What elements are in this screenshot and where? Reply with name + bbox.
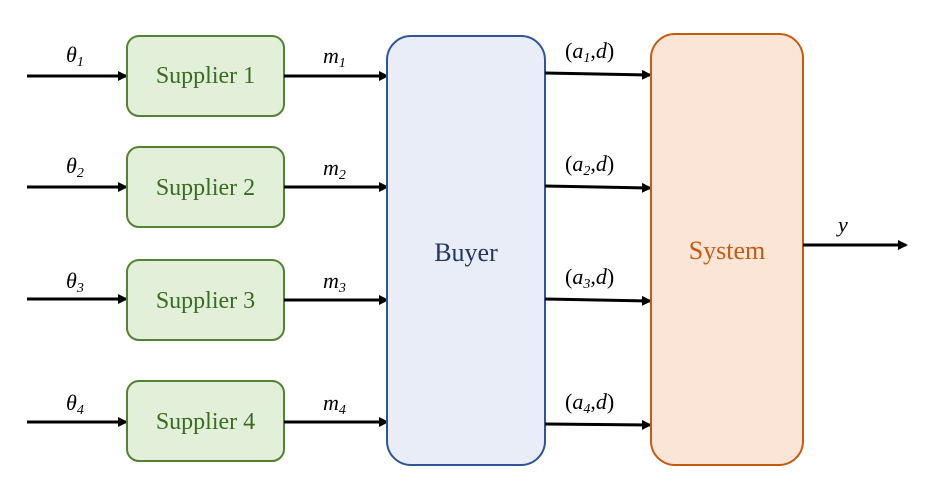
supplier-group-3: θ3 Supplier 3 m3 bbox=[27, 259, 389, 341]
system-label: System bbox=[689, 236, 766, 265]
input-label-3: θ3 bbox=[66, 268, 84, 296]
input-label-4: θ4 bbox=[66, 390, 84, 418]
buyer-output-label-2: (a2,d) bbox=[565, 151, 614, 179]
system-output-label: y bbox=[836, 212, 848, 237]
supplier-group-4: θ4 Supplier 4 m4 bbox=[27, 380, 389, 462]
supplier-label-4: Supplier 4 bbox=[156, 409, 255, 435]
buyer-output-arrow-4 bbox=[544, 419, 652, 430]
input-label-2: θ2 bbox=[66, 153, 84, 181]
system-output-group: y bbox=[803, 212, 908, 250]
input-label-1: θ1 bbox=[66, 42, 84, 70]
buyer-group: Buyer bbox=[386, 35, 546, 466]
buyer-output-label-4: (a4,d) bbox=[565, 389, 614, 417]
output-label-1: m1 bbox=[323, 43, 346, 71]
supplier-label-3: Supplier 3 bbox=[156, 288, 255, 314]
buyer-output-group-1: (a1,d) bbox=[544, 38, 652, 80]
system-box bbox=[650, 33, 804, 466]
supplier-group-1: θ1 Supplier 1 m1 bbox=[27, 35, 389, 117]
supplier-label-2: Supplier 2 bbox=[156, 175, 255, 201]
output-label-4: m4 bbox=[323, 390, 346, 418]
buyer-output-group-2: (a2,d) bbox=[544, 151, 652, 193]
buyer-output-arrow-1 bbox=[544, 69, 652, 80]
buyer-box bbox=[386, 35, 546, 466]
buyer-output-label-3: (a3,d) bbox=[565, 264, 614, 292]
supplier-label-1: Supplier 1 bbox=[156, 63, 255, 89]
buyer-output-group-3: (a3,d) bbox=[544, 264, 652, 306]
buyer-output-group-4: (a4,d) bbox=[544, 389, 652, 430]
buyer-output-arrow-2 bbox=[544, 182, 652, 193]
buyer-output-label-1: (a1,d) bbox=[565, 38, 614, 66]
buyer-output-arrow-3 bbox=[544, 295, 652, 306]
system-group: System bbox=[650, 33, 804, 466]
supplier-group-2: θ2 Supplier 2 m2 bbox=[27, 146, 389, 228]
buyer-label: Buyer bbox=[434, 238, 498, 267]
output-label-2: m2 bbox=[323, 155, 346, 183]
output-label-3: m3 bbox=[323, 268, 346, 296]
